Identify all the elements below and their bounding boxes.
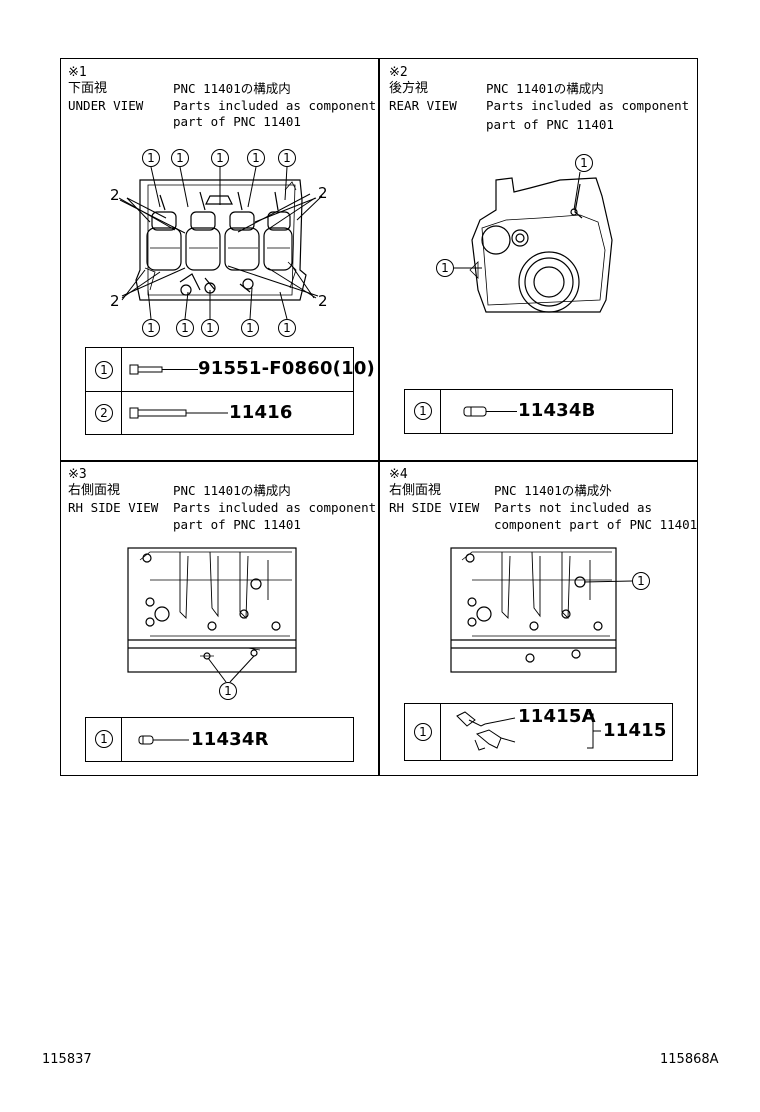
callout-2: 2	[110, 186, 120, 204]
description-line-1: Parts not included as	[494, 500, 653, 515]
parts-legend-table: 1 11415A 11415	[404, 703, 673, 761]
pnc-note-jp: PNC 11401の構成外	[494, 483, 612, 498]
legend-callout-1: 1	[95, 361, 113, 379]
parts-legend-table: 1 2 91551-F0860(10) 11416	[85, 347, 375, 435]
callout-1: 1	[176, 319, 194, 337]
part-number: 11434R	[191, 729, 269, 750]
view-name-jp: 下面視	[68, 81, 108, 96]
callout-1: 1	[241, 319, 259, 337]
callout-1: 1	[171, 149, 189, 167]
pnc-note-jp: PNC 11401の構成内	[486, 81, 604, 96]
description-line-2: part of PNC 11401	[486, 117, 614, 132]
horizontal-divider	[60, 460, 698, 462]
part-number: 11416	[229, 402, 293, 423]
parts-legend-table: 1 11434B	[404, 389, 673, 434]
callout-2: 2	[110, 292, 120, 310]
view-name-en: REAR VIEW	[389, 98, 457, 113]
description-line-2: part of PNC 11401	[173, 517, 301, 532]
part-number: 91551-F0860(10)	[198, 358, 375, 379]
engine-block-rh-side-drawing	[450, 547, 633, 673]
engine-block-rear-view-drawing	[454, 171, 613, 313]
callout-2: 2	[318, 292, 328, 310]
description-line-2: component part of PNC 11401	[494, 517, 698, 532]
panel-mark: ※4	[389, 467, 408, 482]
view-name-en: RH SIDE VIEW	[68, 500, 159, 515]
panel-mark: ※1	[68, 65, 87, 80]
assembly-part-number: 11415	[603, 720, 667, 741]
view-name-jp: 右側面視	[389, 483, 442, 498]
panel-mark: ※2	[389, 65, 408, 80]
legend-callout-1: 1	[95, 730, 113, 748]
callout-1: 1	[278, 319, 296, 337]
callout-1: 1	[219, 682, 237, 700]
view-name-en: UNDER VIEW	[68, 98, 144, 113]
callout-2: 2	[318, 184, 328, 202]
part-number: 11434B	[518, 400, 596, 421]
callout-1: 1	[278, 149, 296, 167]
footer-code-left: 115837	[42, 1052, 92, 1067]
callout-1: 1	[211, 149, 229, 167]
legend-callout-1: 1	[414, 402, 432, 420]
description-line-1: Parts included as component	[173, 98, 377, 113]
view-name-en: RH SIDE VIEW	[389, 500, 480, 515]
union-fitting-icon	[456, 711, 601, 751]
pnc-note-jp: PNC 11401の構成内	[173, 483, 291, 498]
engine-block-rh-side-drawing	[127, 547, 297, 683]
panel-mark: ※3	[68, 467, 87, 482]
view-name-jp: 右側面視	[68, 483, 121, 498]
bolt-icon	[129, 364, 228, 419]
vertical-divider	[378, 58, 380, 776]
description-line-2: part of PNC 11401	[173, 114, 301, 129]
callout-1: 1	[575, 154, 593, 172]
part-number: 11415A	[518, 706, 596, 727]
callout-1: 1	[632, 572, 650, 590]
callout-1: 1	[436, 259, 454, 277]
description-line-1: Parts included as component	[173, 500, 377, 515]
callout-1: 1	[142, 319, 160, 337]
parts-legend-table: 1 11434R	[85, 717, 354, 762]
legend-callout-2: 2	[95, 404, 113, 422]
plug-icon	[138, 735, 189, 745]
callout-1: 1	[247, 149, 265, 167]
engine-block-under-view-drawing	[118, 166, 323, 320]
legend-callout-1: 1	[414, 723, 432, 741]
footer-code-right: 115868A	[660, 1052, 719, 1067]
description-line-1: Parts included as component	[486, 98, 690, 113]
callout-1: 1	[201, 319, 219, 337]
plug-icon	[463, 406, 517, 417]
callout-1: 1	[142, 149, 160, 167]
view-name-jp: 後方視	[389, 81, 429, 96]
pnc-note-jp: PNC 11401の構成内	[173, 81, 291, 96]
